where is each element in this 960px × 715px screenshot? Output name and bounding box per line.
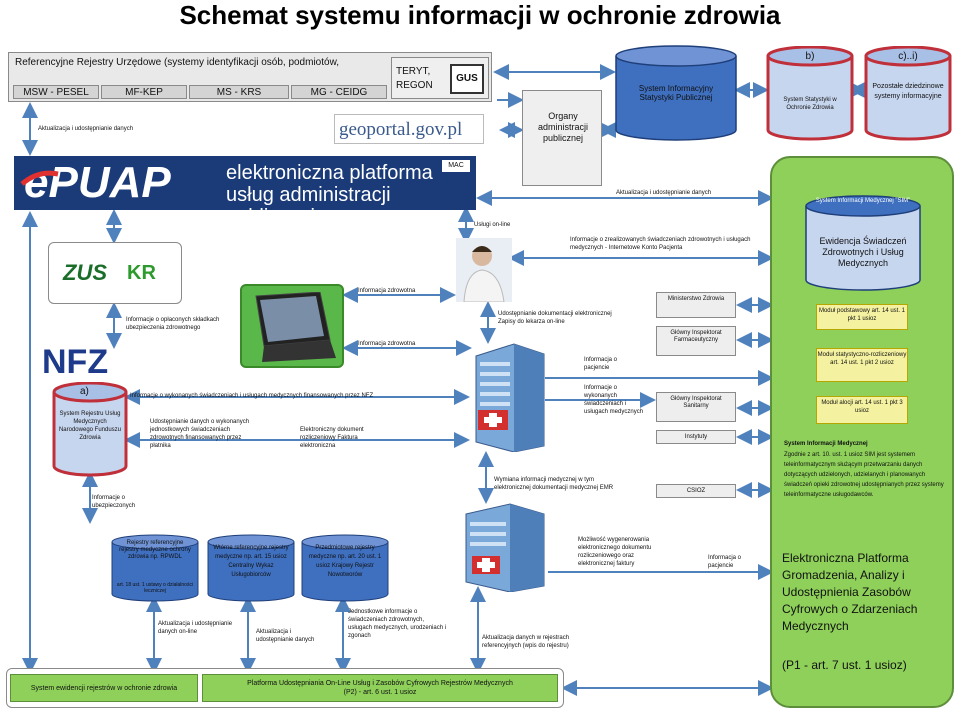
box-csioz: CSIOZ [656, 484, 736, 498]
bottom-bar-platforma-line2: (P2) - art. 6 ust. 1 usioz [343, 689, 417, 696]
hospital-1-icon [475, 343, 545, 452]
module-podstawowy: Moduł podstawowy art. 14 ust. 1 pkt 1 us… [816, 304, 908, 330]
label-info-pacjencie-2: Informacja o pacjencie [708, 555, 742, 569]
epuap-line1: elektroniczna platforma [226, 162, 433, 184]
krus-logo: KR [127, 262, 156, 284]
ref-cylinder-3 [301, 534, 389, 602]
teryt-label: TERYT, [396, 66, 431, 77]
sim-desc: Zgodnie z art. 10. ust. 1 usioz SIM jest… [784, 452, 944, 498]
sis-label: System Informacyjny Statystyki Publiczne… [638, 84, 714, 102]
epuap-line2: usług administracji publicznej [226, 184, 391, 228]
cylinder-b [766, 46, 854, 141]
registry-tab-ceidg: MG - CEIDG [291, 85, 387, 99]
ref-cylinder-2 [207, 534, 295, 602]
ref-cylinder-1 [111, 534, 199, 602]
cylinder-a [52, 382, 128, 477]
bottom-bar-platforma: Platforma Udostępniania On-Line Usług i … [202, 674, 558, 702]
box-gis: Główny Inspektorat Sanitarny [656, 392, 736, 422]
cylinder-c [864, 46, 952, 141]
epuap-swoosh-icon [20, 170, 59, 186]
module-statystyczny: Moduł statystyczno-rozliczeniowy art. 14… [816, 348, 908, 382]
organy-label: Organy administracji publicznej [537, 111, 588, 143]
bottom-bar-ewidencja: System ewidencji rejestrów w ochronie zd… [10, 674, 198, 702]
sim-panel: System Informacji Medycznej "SIM" Ewiden… [770, 156, 954, 708]
cylinder-b-letter: b) [805, 51, 815, 62]
label-wymiana-emr: Wymiana informacji medycznej w tym elekt… [494, 477, 614, 491]
cylinder-c-letter: c)..i) [898, 51, 918, 62]
label-ubezpieczonych: Informacje o ubezpieczonych [92, 495, 136, 509]
geoportal-text: geoportal.gov.pl [339, 119, 463, 140]
hospital-2-icon [465, 503, 545, 592]
ref-cylinder-1-label: Rejestry referencyjne rejestry medyczne … [119, 540, 191, 560]
label-aktualizacja-right: Aktualizacja i udostępnianie danych [616, 190, 712, 196]
patient-icon [463, 246, 505, 303]
zus-krus-box: ZUS KR [48, 242, 182, 304]
label-wykonane-nfz: Informacje o wykonanych świadczeniach i … [130, 393, 374, 399]
sim-p1: (P1 - art. 7 ust. 1 usioz) [782, 658, 907, 672]
label-jednostkowe: Jednostkowe informacje o świadczeniach z… [348, 609, 447, 639]
registry-tab-kep: MF-KEP [101, 85, 187, 99]
cylinder-a-label: System Rejestru Usług Medycznych Narodow… [58, 411, 122, 441]
page-title: Schemat systemu informacji w ochronie zd… [179, 0, 781, 30]
gus-logo: GUS [450, 64, 484, 94]
cylinder-c-label: Pozostałe dziedzinowe systemy informacyj… [872, 83, 944, 100]
teryt-regon-box: TERYT, REGON GUS [391, 57, 489, 99]
epuap-logo: ePUAP [24, 158, 171, 207]
ref-cylinder-1-note: art. 18 ust. 1 ustawy o działalności lec… [116, 582, 194, 594]
mac-badge: MAC [442, 160, 470, 172]
registry-tab-krs: MS - KRS [189, 85, 289, 99]
label-aktual-online: Aktualizacja i udostępnianie danych on-l… [158, 621, 233, 635]
label-skladki: Informacje o opłaconych składkach ubezpi… [126, 317, 220, 331]
sim-cylinder-header: System Informacji Medycznej "SIM" [815, 198, 911, 204]
sim-cylinder-label: Ewidencja Świadczeń Zdrowotnych i Usług … [819, 236, 907, 268]
box-instytuty: Instytuty [656, 430, 736, 444]
label-info-pacjencie-1: Informacja o pacjencie [584, 357, 618, 371]
patient-image [456, 238, 512, 303]
nfz-logo: NFZ [42, 343, 109, 381]
cylinder-a-letter: a) [80, 386, 89, 397]
label-udostepnianie-dok: Udostępnianie dokumentacji elektroniczne… [498, 311, 612, 325]
zus-logo: ZUS [63, 260, 107, 285]
regon-label: REGON [396, 80, 433, 91]
label-info-zdrowotna-1: Informacja zdrowotna [358, 288, 416, 294]
ref-cylinder-3-label: Przedmiotowe rejestry medyczne np. art. … [308, 545, 382, 578]
label-mozliwosc: Możliwość wygenerowania elektronicznego … [578, 537, 652, 567]
reference-registries: Referencyjne Rejestry Urzędowe (systemy … [8, 52, 492, 102]
label-uslugi-online: Usługi on-line [474, 222, 511, 228]
label-aktual-ref: Aktualizacja danych w rejestrach referen… [482, 635, 570, 649]
bottom-bar-platforma-line1: Platforma Udostępniania On-Line Usług i … [247, 680, 513, 687]
sim-desc-title: System Informacji Medycznej [784, 441, 868, 447]
label-info-zdrowotna-2: Informacja zdrowotna [358, 341, 416, 347]
registry-tab-pesel: MSW - PESEL [13, 85, 99, 99]
epuap-banner: ePUAP elektroniczna platforma usług admi… [14, 156, 476, 228]
box-gif: Główny Inspektorat Farmaceutyczny [656, 326, 736, 356]
label-aktualizacja-top: Aktualizacja i udostępnianie danych [38, 126, 134, 132]
organy-administracji-box: Organy administracji publicznej [522, 90, 602, 186]
label-info-swiadczeniach: Informacje o wykonanych świadczeniach i … [584, 385, 644, 415]
label-dok-rozliczeniowy: Elektroniczny dokument rozliczeniowy Fak… [300, 427, 364, 449]
label-aktual-dane: Aktualizacja i udostępnianie danych [256, 629, 315, 643]
label-ikp: Informacje o zrealizowanych świadczeniac… [570, 237, 751, 251]
geoportal-logo: geoportal.gov.pl [334, 114, 484, 144]
cylinder-b-label: System Statystyki w Ochronie Zdrowia [783, 97, 837, 111]
registries-header: Referencyjne Rejestry Urzędowe (systemy … [15, 57, 340, 68]
sis-cylinder [615, 45, 737, 141]
ref-cylinder-2-label: Wtórne referencyjne rejestry medyczne np… [213, 545, 289, 578]
laptop-box [240, 284, 344, 368]
sim-cylinder [805, 195, 921, 291]
sim-platform: Elektroniczna Platforma Gromadzenia, Ana… [782, 551, 918, 633]
module-alocji: Moduł alocji art. 14 ust. 1 pkt 3 usioz [816, 396, 908, 424]
box-ministerstwo-zdrowia: Ministerstwo Zdrowia [656, 292, 736, 318]
laptop-icon [255, 292, 336, 362]
label-udost-platnika: Udostępnianie danych o wykonanych jednos… [150, 419, 250, 449]
